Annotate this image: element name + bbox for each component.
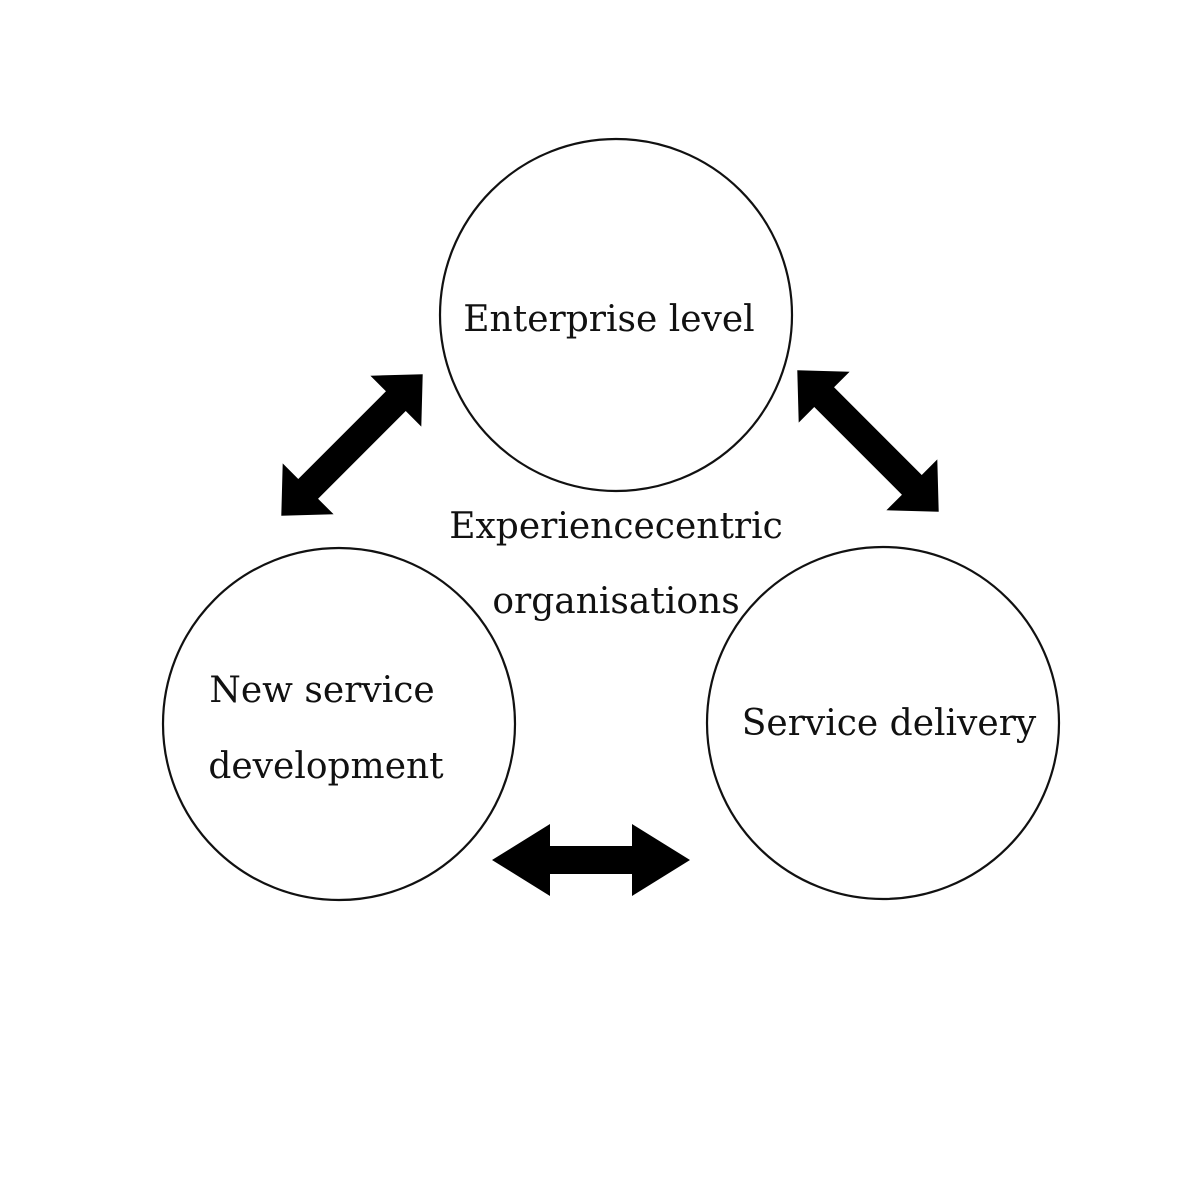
center-label-line1: Experiencecentric (449, 506, 783, 547)
bottom-double-arrow (492, 824, 690, 896)
double-arrow-bottom-shape (492, 824, 690, 896)
service-delivery-circle (705, 545, 1061, 901)
center-label-line2: organisations (492, 581, 739, 622)
new-service-development-circle (161, 546, 517, 902)
enterprise-level-label: Enterprise level (463, 299, 754, 340)
new-service-label-line1: New service (209, 670, 434, 711)
right-double-arrow (797, 370, 939, 512)
new-service-label-line2: development (208, 746, 444, 787)
double-arrow-right-shape (797, 370, 939, 512)
double-arrow-left-shape (281, 374, 423, 516)
service-delivery-label: Service delivery (742, 703, 1037, 744)
enterprise-level-circle (438, 137, 794, 493)
left-double-arrow (281, 374, 423, 516)
